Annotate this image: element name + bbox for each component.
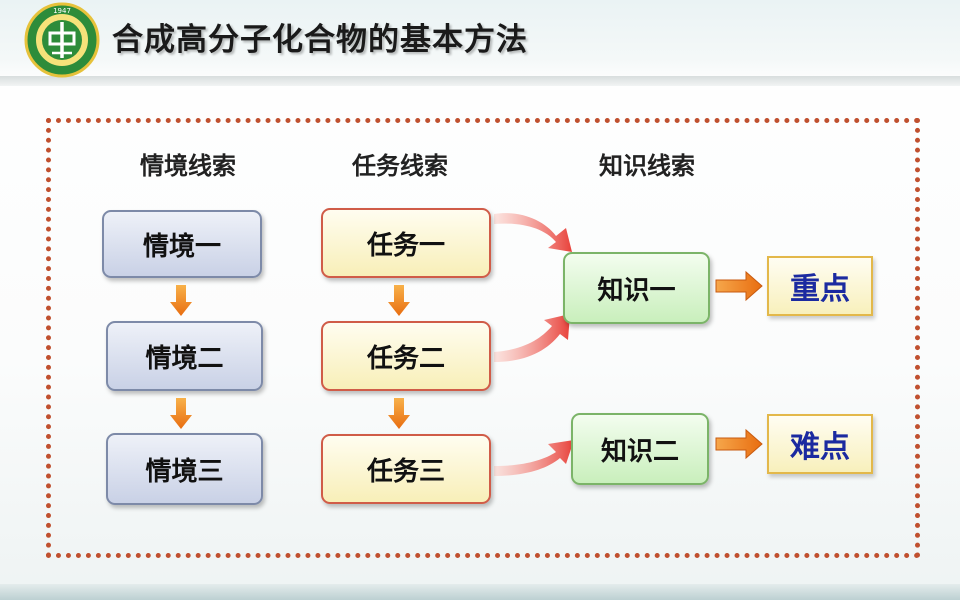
column-header-context: 情境线索 — [140, 152, 236, 180]
column-header-task: 任务线索 — [352, 152, 448, 180]
curved-arrow-icon — [494, 314, 570, 362]
logo-year: 1947 — [53, 7, 71, 15]
diagram-frame — [46, 118, 920, 558]
header-band — [0, 0, 960, 84]
down-arrow-icon — [170, 285, 192, 316]
column-header-knowledge: 知识线索 — [599, 152, 695, 180]
context-node-3: 情境三 — [106, 433, 263, 505]
school-emblem-icon: 1947 — [24, 2, 100, 78]
context-node-1: 情境一 — [102, 210, 262, 278]
footer-band — [0, 584, 960, 600]
task-node-1: 任务一 — [321, 208, 491, 278]
knowledge-node-2: 知识二 — [571, 413, 709, 485]
task-node-3: 任务三 — [321, 434, 491, 504]
outcome-difficult-point: 难点 — [767, 414, 873, 474]
knowledge-node-1: 知识一 — [563, 252, 710, 324]
header-divider — [0, 76, 960, 86]
right-arrow-icon — [715, 428, 763, 460]
curved-arrow-icon — [494, 213, 572, 252]
right-arrow-icon — [715, 270, 763, 302]
page-title: 合成高分子化合物的基本方法 — [112, 22, 528, 58]
curved-arrow-icon — [494, 440, 574, 476]
outcome-key-point: 重点 — [767, 256, 873, 316]
down-arrow-icon — [388, 398, 410, 429]
task-node-2: 任务二 — [321, 321, 491, 391]
down-arrow-icon — [388, 285, 410, 316]
context-node-2: 情境二 — [106, 321, 263, 391]
down-arrow-icon — [170, 398, 192, 429]
